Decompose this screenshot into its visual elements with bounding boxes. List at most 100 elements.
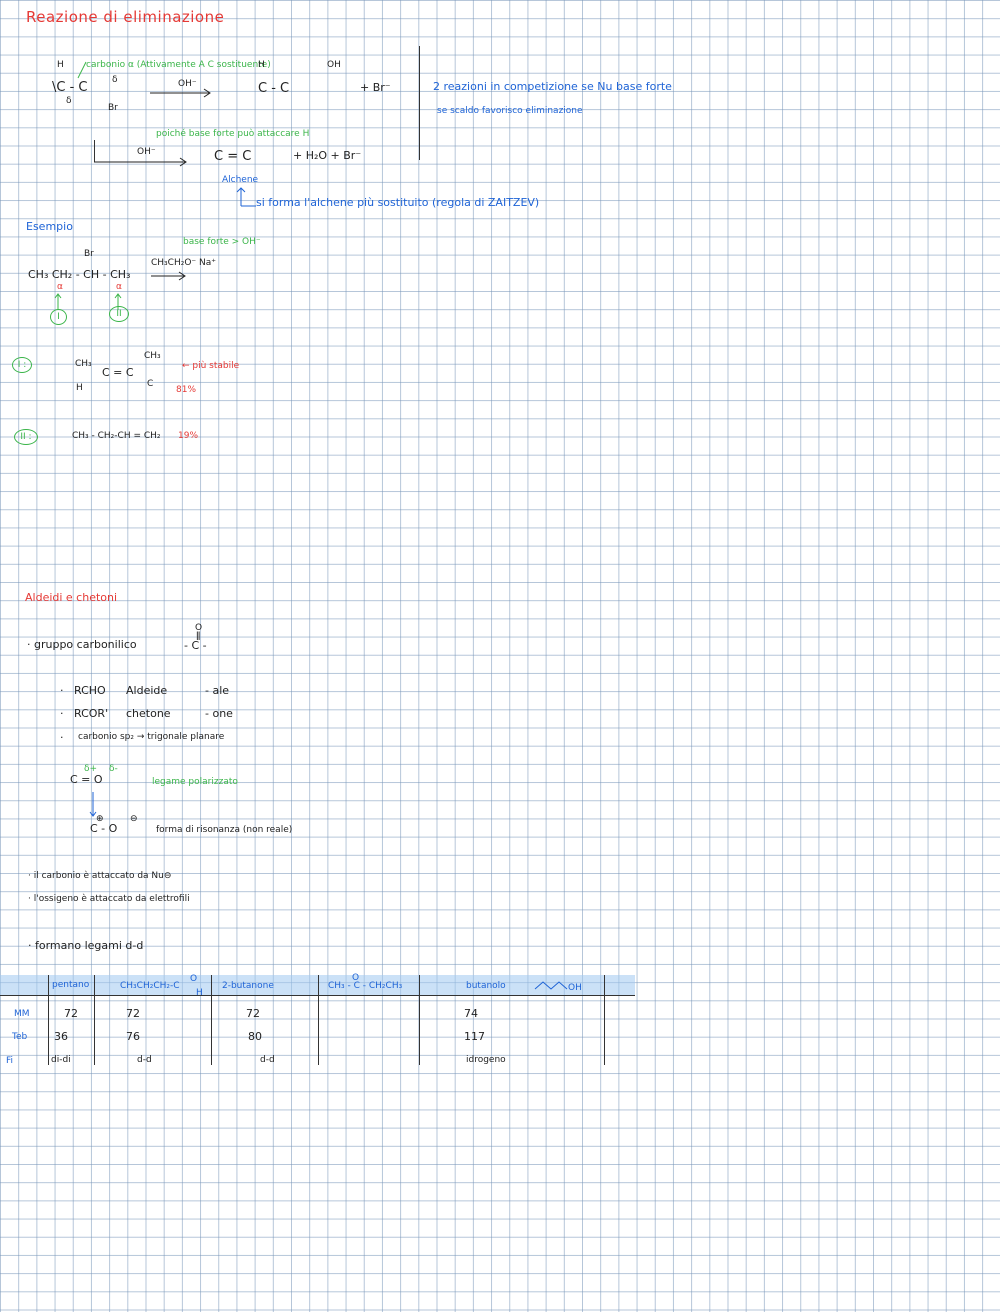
competition-line-1: 2 reazioni in competizione se Nu base fo… [433, 80, 672, 93]
table-cell: d-d [260, 1055, 275, 1065]
circle-i: I [50, 309, 67, 325]
prod1-stability-note: ← più stabile [182, 361, 240, 371]
table-header: pentano [52, 980, 90, 990]
co-double: C = O [70, 773, 103, 786]
table-cell: 72 [246, 1007, 260, 1020]
product-core: C - C [258, 81, 290, 96]
table-header: OH [568, 983, 582, 993]
row-label: MM [14, 1009, 30, 1019]
butanol-zigzag-icon [534, 981, 568, 990]
item-bullet: · [60, 684, 64, 697]
base-forte-note: base forte > OH⁻ [183, 237, 261, 247]
oh-reagent-2: OH⁻ [137, 147, 156, 157]
charge-o: ⊖ [130, 814, 138, 824]
example-arrow [151, 271, 186, 281]
resonance-arrow [89, 792, 97, 817]
alchene-arrow [236, 187, 256, 207]
item-bullet: · [60, 731, 64, 744]
delta-minus: δ- [109, 764, 118, 774]
prod1-left: CH₃ [75, 359, 92, 369]
table-col-line [211, 975, 212, 1065]
alpha-arrows [54, 293, 122, 310]
divider-vertical [419, 46, 420, 160]
oh-reagent: OH⁻ [178, 79, 197, 89]
table-header: CH₃ - C - CH₂CH₃ [328, 981, 403, 991]
carbonio-arrow [77, 61, 87, 79]
alchene-label: Alchene [222, 175, 259, 185]
reaction-arrow-2 [94, 157, 187, 167]
table-header: butanolo [466, 981, 506, 991]
plus-br: + Br⁻ [360, 81, 391, 94]
table-cell: 72 [64, 1007, 78, 1020]
table-col-line [604, 975, 605, 1065]
prod1-c: C [147, 379, 154, 389]
item-formula: RCHO [74, 684, 106, 697]
row-label: Teb [12, 1032, 28, 1042]
reactant-core: \C - C [52, 80, 88, 95]
carbonio-note: carbonio α (Attivamente A C sostituente) [86, 60, 271, 70]
delta-a: δ [66, 96, 72, 106]
plus-water: + H₂O + Br⁻ [293, 149, 362, 162]
bullet-electrophile: · l'ossigeno è attaccato da elettrofili [28, 894, 190, 904]
table-col-line [419, 975, 420, 1065]
table-header: 2-butanone [222, 981, 274, 991]
table-cell: 74 [464, 1007, 478, 1020]
charge-c: ⊕ [96, 814, 104, 824]
table-cell: 72 [126, 1007, 140, 1020]
zaitzev-note: si forma l'alchene più sostituito (regol… [256, 196, 540, 209]
table-cell: 36 [54, 1030, 68, 1043]
delta-b: δ [112, 75, 118, 85]
table-header-aldehyde-h: H [196, 988, 203, 998]
table-header-ketone-o: O [352, 973, 360, 983]
item-formula: carbonio sp₂ → trigonale planare [78, 732, 225, 742]
table-cell: 80 [248, 1030, 262, 1043]
item-name: Aldeide [126, 684, 168, 697]
table-header-aldehyde-o: O [190, 974, 198, 984]
table-header: CH₃CH₂CH₂-C [120, 981, 180, 991]
table-cell: di-di [51, 1055, 71, 1065]
row-label: Fi [6, 1056, 14, 1066]
page-title: Reazione di eliminazione [26, 8, 225, 26]
product-h: H [258, 60, 265, 70]
table-header-background [0, 975, 635, 995]
table-cell: 76 [126, 1030, 140, 1043]
example-reagent: CH₃CH₂O⁻ Na⁺ [151, 258, 217, 268]
bullet-dd: · formano legami d-d [28, 939, 144, 952]
prod1-ch3-top: CH₃ [144, 351, 161, 361]
table-col-line [48, 975, 49, 1065]
note-strong-base: poiché base forte può attaccare H [156, 129, 310, 139]
delta-plus: δ+ [84, 764, 98, 774]
resonance-structure: C - O [90, 822, 118, 835]
carbonyl-eq: ǁ [196, 631, 201, 641]
reactant-h: H [57, 60, 64, 70]
table-col-line [318, 975, 319, 1065]
example-chain: CH₃ CH₂ - CH - CH₃ [28, 268, 131, 281]
example-br: Br [84, 249, 94, 259]
gruppo-carbonilico: · gruppo carbonilico [27, 638, 137, 651]
example-label: Esempio [26, 220, 73, 233]
item-suffix: - one [205, 707, 233, 720]
prod2-percent: 19% [178, 431, 199, 441]
table-col-line [94, 975, 95, 1065]
table-cell: d-d [137, 1055, 152, 1065]
alkene-product: C = C [214, 149, 252, 164]
reactant-br: Br [108, 103, 118, 113]
item-name: chetone [126, 707, 171, 720]
carbonyl-o: O [195, 623, 203, 633]
label-i-circle: I : [12, 357, 32, 373]
prod1-core: C = C [102, 366, 134, 379]
label-ii-circle: II : [14, 429, 38, 445]
bullet-nucleophile: · il carbonio è attaccato da Nu⊖ [28, 871, 172, 881]
carbonyl-c: - C - [184, 639, 207, 652]
elim-branch-line [94, 140, 95, 162]
product-oh: OH [327, 60, 341, 70]
table-cell: 117 [464, 1030, 485, 1043]
prod1-h: H [76, 383, 83, 393]
competition-line-2: se scaldo favorisco eliminazione [437, 106, 583, 116]
aldehydes-heading: Aldeidi e chetoni [25, 591, 118, 604]
reaction-arrow-1 [150, 88, 211, 98]
item-suffix: - ale [205, 684, 230, 697]
circle-ii: II [109, 306, 129, 322]
alpha-1: α [57, 282, 63, 292]
resonance-note: forma di risonanza (non reale) [156, 825, 293, 835]
